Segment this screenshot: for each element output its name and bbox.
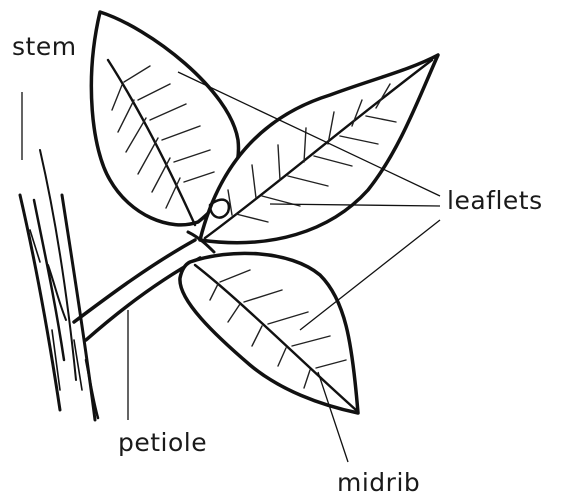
label-midrib: midrib [337, 470, 420, 495]
label-stem: stem [12, 34, 77, 59]
label-petiole: petiole [118, 430, 207, 455]
stem [20, 150, 98, 420]
label-leaflets: leaflets [447, 188, 543, 213]
leaflet-bottom [180, 253, 358, 413]
